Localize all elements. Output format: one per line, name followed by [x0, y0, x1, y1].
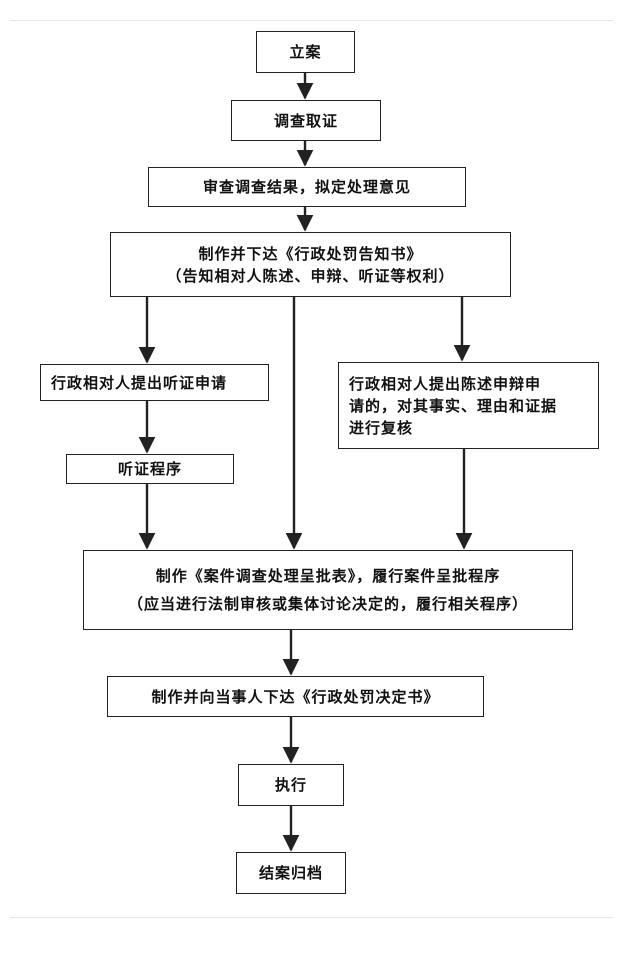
step-defense-line2: 请的，对其事实、理由和证据	[349, 396, 558, 415]
bottom-divider	[10, 917, 613, 918]
step-notice-line2: （告知相对人陈述、申辩、听证等权利）	[166, 266, 455, 285]
top-divider	[10, 20, 613, 21]
step-filing: 立案	[256, 31, 355, 73]
step-notice-line1: 制作并下达《行政处罚告知书》	[198, 244, 423, 263]
step-hearing-procedure: 听证程序	[66, 454, 234, 484]
step-closing: 结案归档	[236, 852, 346, 894]
step-execution-label: 执行	[274, 776, 307, 794]
step-review-label: 审查调查结果，拟定处理意见	[202, 178, 411, 196]
step-decision-label: 制作并向当事人下达《行政处罚决定书》	[151, 687, 440, 706]
step-hearing-procedure-label: 听证程序	[117, 460, 182, 478]
step-defense-line3: 进行复核	[349, 418, 414, 437]
step-filing-label: 立案	[289, 43, 322, 61]
step-closing-label: 结案归档	[258, 864, 323, 882]
step-investigation: 调查取证	[231, 100, 381, 141]
step-notice: 制作并下达《行政处罚告知书》 （告知相对人陈述、申辩、听证等权利）	[110, 232, 511, 297]
step-hearing-request-label: 行政相对人提出听证申请	[51, 373, 228, 392]
step-approval-line1: 制作《案件调查处理呈批表》，履行案件呈批程序	[155, 567, 501, 585]
step-decision: 制作并向当事人下达《行政处罚决定书》	[107, 676, 484, 717]
step-defense-review: 行政相对人提出陈述申辩申 请的，对其事实、理由和证据 进行复核	[338, 362, 599, 449]
step-investigation-label: 调查取证	[273, 111, 338, 130]
step-defense-line1: 行政相对人提出陈述申辩申	[349, 374, 542, 393]
step-hearing-request: 行政相对人提出听证申请	[40, 364, 269, 401]
step-approval: 制作《案件调查处理呈批表》，履行案件呈批程序 （应当进行法制审核或集体讨论决定的…	[83, 550, 573, 630]
step-review: 审查调查结果，拟定处理意见	[148, 167, 466, 207]
step-approval-line2: （应当进行法制审核或集体讨论决定的，履行相关程序）	[127, 595, 528, 613]
step-execution: 执行	[238, 764, 344, 806]
